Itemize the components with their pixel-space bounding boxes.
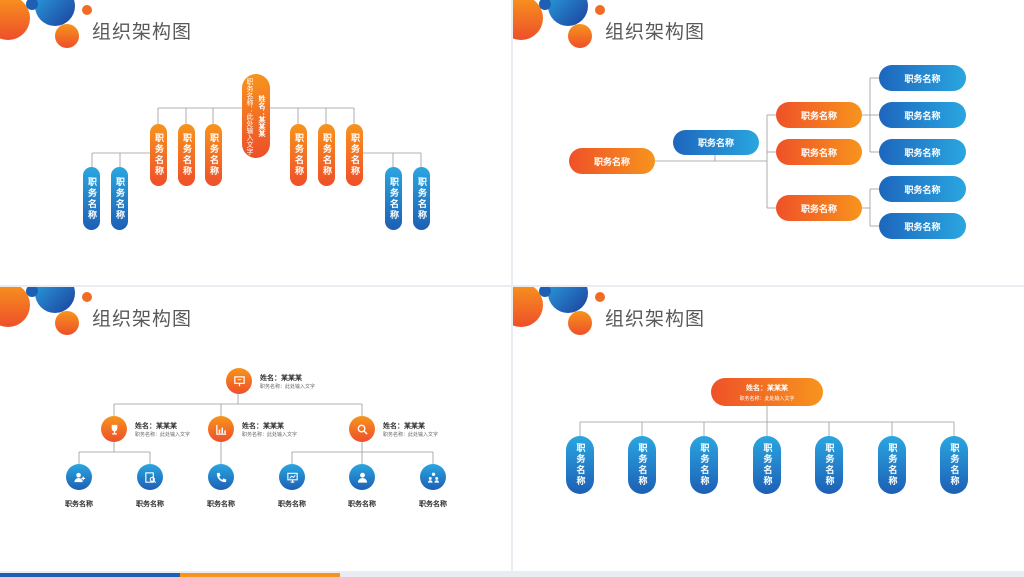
- root-name: 姓名：某某某: [746, 383, 788, 392]
- org-node[interactable]: 职务名称: [940, 436, 968, 494]
- slide-3[interactable]: 组织架构图 姓名：某某某 职务名称：此处输入文字 姓名：某某某 职务名称：此处输: [0, 287, 511, 571]
- node-label: 职务名称: [293, 133, 303, 177]
- node-label: 职务名称: [574, 443, 585, 487]
- org-node[interactable]: 职务名称: [879, 102, 966, 128]
- org-node[interactable]: 职务名称: [83, 167, 100, 230]
- phone-icon[interactable]: [208, 464, 234, 490]
- decorative-circles-icon: [513, 287, 605, 335]
- monitor-chart-icon[interactable]: [279, 464, 305, 490]
- node-label: 职务名称: [416, 176, 426, 221]
- person-desc: 职务名称：此处输入文字: [242, 432, 298, 438]
- org-node[interactable]: 职务名称: [878, 436, 906, 494]
- slide-1[interactable]: 组织架构图 姓名：某某某 职务名称：此处输入文字 职务名称 职务名称 职务名称 …: [0, 0, 511, 285]
- org-node[interactable]: 职务名称: [290, 124, 307, 186]
- node-label: 职务名称: [65, 500, 93, 508]
- org-node[interactable]: 职务名称: [111, 167, 128, 230]
- org-node[interactable]: 职务名称: [318, 124, 335, 186]
- node-label: 职务名称: [153, 133, 163, 177]
- person-desc: 职务名称：此处输入文字: [260, 384, 316, 390]
- node-label: 职务名称: [698, 443, 709, 487]
- root-node[interactable]: 职务名称: [569, 148, 655, 174]
- node-label: 职务名称: [886, 443, 897, 487]
- org-node[interactable]: 职务名称: [178, 124, 195, 186]
- presentation-icon[interactable]: [226, 368, 252, 394]
- person-desc: 职务名称：此处输入文字: [135, 432, 191, 438]
- connector-lines: [78, 394, 434, 464]
- connector-lines: [655, 77, 879, 227]
- search-icon[interactable]: [349, 416, 375, 442]
- node-label: 职务名称: [761, 443, 772, 487]
- org-node[interactable]: 职务名称: [150, 124, 167, 186]
- connector-lines: [579, 406, 955, 436]
- node-label: 职务名称: [208, 133, 218, 177]
- org-node[interactable]: 职务名称: [566, 436, 594, 494]
- user-icon[interactable]: [349, 464, 375, 490]
- org-node[interactable]: 职务名称: [776, 139, 862, 165]
- person-desc: 职务名称：此处输入文字: [383, 432, 439, 438]
- node-label: 职务名称: [388, 176, 398, 221]
- node-label: 职务名称: [419, 500, 447, 508]
- node-label: 职务名称: [181, 133, 191, 177]
- page-title: 组织架构图: [92, 308, 193, 330]
- document-search-icon[interactable]: [137, 464, 163, 490]
- root-desc: 职务名称：此处输入文字: [739, 395, 795, 402]
- trophy-icon[interactable]: [101, 416, 127, 442]
- node-label: 职务名称: [136, 500, 164, 508]
- node-label: 职务名称: [349, 133, 359, 177]
- org-node[interactable]: 职务名称: [776, 102, 862, 128]
- decorative-circles-icon: [0, 287, 92, 335]
- node-label: 职务名称: [348, 500, 376, 508]
- org-node[interactable]: 职务名称: [205, 124, 222, 186]
- org-node[interactable]: 职务名称: [879, 139, 966, 165]
- root-node[interactable]: 姓名：某某某 职务名称：此处输入文字: [242, 74, 270, 158]
- person-name: 姓名：某某某: [242, 422, 284, 430]
- bar-chart-icon[interactable]: [208, 416, 234, 442]
- root-desc: 职务名称：此处输入文字: [246, 77, 254, 155]
- org-node[interactable]: 职务名称: [815, 436, 843, 494]
- slide-2[interactable]: 组织架构图 职务名称 职务名称 职务名称 职务名称 职务名称 职务名称 职务名称…: [513, 0, 1024, 285]
- user-add-icon[interactable]: [66, 464, 92, 490]
- person-name: 姓名：某某某: [260, 374, 302, 382]
- org-node[interactable]: 职务名称: [776, 195, 862, 221]
- node-label: 职务名称: [86, 176, 96, 221]
- slide-4[interactable]: 组织架构图 姓名：某某某 职务名称：此处输入文字 职务名称 职务名称 职务名称 …: [513, 287, 1024, 571]
- node-label: 职务名称: [321, 133, 331, 177]
- node-label: 职务名称: [948, 443, 959, 487]
- page-title: 组织架构图: [92, 21, 193, 43]
- org-node[interactable]: 职务名称: [879, 176, 966, 202]
- org-node[interactable]: 职务名称: [879, 213, 966, 239]
- org-node[interactable]: 职务名称: [690, 436, 718, 494]
- root-name: 姓名：某某某: [258, 95, 266, 137]
- org-node[interactable]: 职务名称: [346, 124, 363, 186]
- bottom-bar-blue: [0, 573, 180, 577]
- org-node[interactable]: 职务名称: [879, 65, 966, 91]
- node-label: 职务名称: [636, 443, 647, 487]
- person-name: 姓名：某某某: [135, 422, 177, 430]
- root-node[interactable]: 姓名：某某某 职务名称：此处输入文字: [711, 378, 823, 406]
- node-label: 职务名称: [207, 500, 235, 508]
- person-name: 姓名：某某某: [383, 422, 425, 430]
- page-title: 组织架构图: [605, 308, 706, 330]
- page-title: 组织架构图: [605, 21, 706, 43]
- node-label: 职务名称: [823, 443, 834, 487]
- org-node[interactable]: 职务名称: [385, 167, 402, 230]
- node-label: 职务名称: [114, 176, 124, 221]
- org-node[interactable]: 职务名称: [628, 436, 656, 494]
- decorative-circles-icon: [513, 0, 605, 48]
- connector-lines: [91, 104, 422, 167]
- org-node[interactable]: 职务名称: [413, 167, 430, 230]
- team-icon[interactable]: [420, 464, 446, 490]
- org-node[interactable]: 职务名称: [753, 436, 781, 494]
- bottom-bar-orange: [180, 573, 340, 577]
- org-node[interactable]: 职务名称: [673, 130, 759, 155]
- decorative-circles-icon: [0, 0, 92, 48]
- node-label: 职务名称: [278, 500, 306, 508]
